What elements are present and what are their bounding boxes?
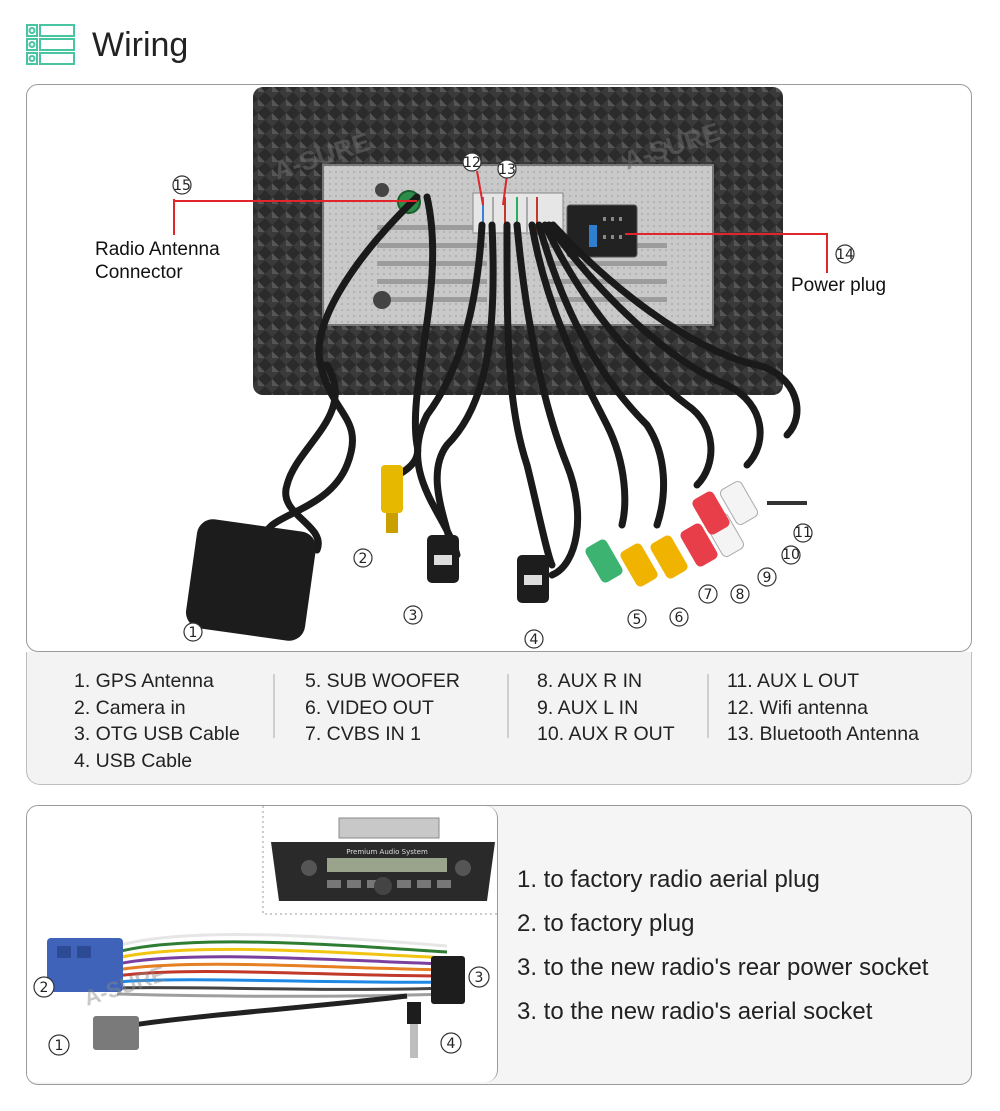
legend-item: 7. CVBS IN 1 (305, 723, 421, 745)
instruction-item: 2. to factory plug (517, 910, 695, 937)
svg-text:5: 5 (633, 612, 642, 628)
rca-cvbs-in (650, 535, 688, 579)
harness-image: Premium Audio System (33, 806, 497, 1058)
legend-item: 2. Camera in (74, 696, 186, 719)
svg-text:2: 2 (359, 551, 368, 567)
legend-item: 1. GPS Antenna (74, 670, 214, 692)
legend-column-2: 5. SUB WOOFER 6. VIDEO OUT 7. CVBS IN 1 (305, 668, 460, 748)
svg-text:12: 12 (463, 155, 481, 171)
wiring-diagram-panel: A-SURE A-SURE (26, 84, 972, 652)
svg-text:2: 2 (40, 980, 49, 996)
svg-text:10: 10 (782, 547, 800, 563)
legend-item: 13. Bluetooth Antenna (727, 723, 919, 745)
svg-text:3: 3 (475, 970, 484, 986)
svg-text:15: 15 (173, 178, 191, 194)
rca-aux-r-out (692, 491, 730, 535)
legend-divider (707, 674, 709, 738)
svg-text:6: 6 (675, 610, 684, 626)
power-plug-label: Power plug (791, 275, 886, 296)
legend-item: 9. AUX L IN (537, 696, 639, 719)
radio-aerial-plug (407, 1002, 421, 1024)
cable-legend: 1. GPS Antenna 2. Camera in 3. OTG USB C… (26, 652, 972, 785)
svg-text:14: 14 (836, 247, 854, 263)
svg-text:Connector: Connector (95, 262, 183, 283)
page-header: Wiring (26, 22, 188, 68)
usb-cable (503, 221, 556, 569)
legend-item: 12. Wifi antenna (727, 696, 868, 719)
harness-panel: Premium Audio System (26, 805, 972, 1085)
legend-divider (273, 674, 275, 738)
legend-item: 8. AUX R IN (537, 670, 643, 692)
rca-video-out (620, 543, 658, 587)
instruction-item: 3. to the new radio's rear power socket (517, 954, 929, 981)
page-title: Wiring (92, 25, 189, 64)
svg-text:11: 11 (794, 525, 812, 541)
legend-column-4: 11. AUX L OUT 12. Wifi antenna 13. Bluet… (727, 668, 919, 748)
svg-text:1: 1 (55, 1038, 64, 1054)
gps-antenna (186, 519, 316, 641)
legend-item: 6. VIDEO OUT (305, 696, 434, 719)
rca-sub-woofer (585, 539, 623, 583)
svg-text:4: 4 (447, 1036, 456, 1052)
svg-text:9: 9 (763, 570, 772, 586)
legend-column-1: 1. GPS Antenna 2. Camera in 3. OTG USB C… (74, 668, 240, 774)
legend-divider (507, 674, 509, 738)
rca-aux-l-out (719, 481, 759, 525)
radio-power-plug (431, 956, 465, 1004)
legend-item: 3. OTG USB Cable (74, 723, 240, 745)
legend-item: 10. AUX R OUT (537, 723, 675, 745)
harness-image-box: Premium Audio System (27, 806, 498, 1082)
rca-aux-r-in (680, 523, 718, 567)
svg-text:3: 3 (409, 608, 418, 624)
svg-text:4: 4 (530, 632, 539, 648)
callout-line-14 (625, 233, 828, 273)
svg-text:13: 13 (498, 162, 516, 178)
svg-text:Premium Audio System: Premium Audio System (346, 848, 428, 856)
instruction-item: 3. to the new radio's aerial socket (517, 998, 873, 1025)
legend-item: 11. AUX L OUT (727, 670, 860, 692)
legend-item: 4. USB Cable (74, 749, 193, 772)
factory-radio: Premium Audio System (271, 817, 495, 901)
head-unit-rear-image: A-SURE A-SURE (95, 87, 886, 649)
legend-item: 5. SUB WOOFER (305, 670, 460, 692)
otg-cable (414, 221, 486, 559)
list-icon (26, 23, 76, 67)
callout-numbers: 15 12 13 14 1 2 3 4 5 6 7 8 9 10 11 (172, 152, 855, 649)
radio-antenna-label: Radio Antenna (95, 239, 220, 260)
legend-column-3: 8. AUX R IN 9. AUX L IN 10. AUX R OUT (537, 668, 675, 748)
svg-text:8: 8 (736, 587, 745, 603)
svg-text:1: 1 (189, 625, 198, 641)
svg-text:7: 7 (704, 587, 713, 603)
instruction-item: 1. to factory radio aerial plug (517, 866, 820, 893)
camera-cable (393, 193, 437, 479)
factory-aerial-plug (93, 1016, 139, 1050)
camera-rca (381, 465, 403, 513)
